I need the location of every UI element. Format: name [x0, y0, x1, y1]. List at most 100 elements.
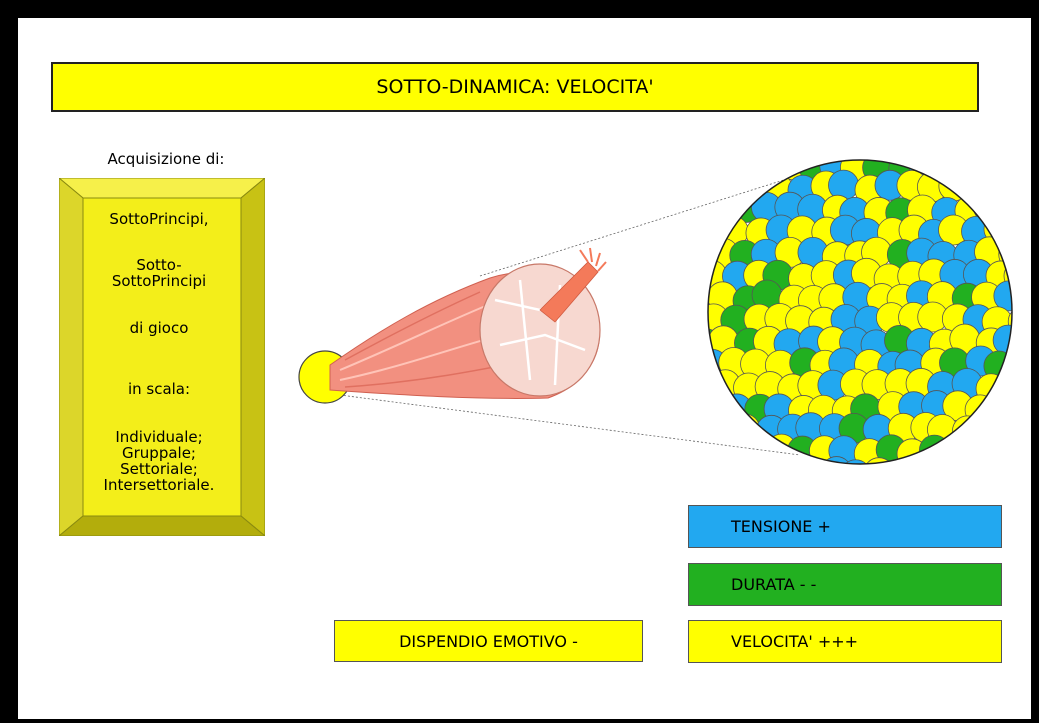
fiber-dot: [734, 455, 765, 464]
fiber-dot: [785, 160, 816, 161]
fiber-dot: [731, 160, 763, 179]
page-title: SOTTO-DINAMICA: VELOCITA': [51, 62, 979, 112]
fiber-dot: [742, 128, 772, 158]
fiber-dot: [995, 195, 1012, 227]
fiber-dot: [950, 459, 981, 464]
fiber-dot: [998, 458, 1012, 464]
fiber-dot: [708, 416, 717, 448]
fiber-dot: [982, 160, 1012, 162]
fiber-dot: [676, 261, 706, 291]
fiber-dot: [1007, 435, 1012, 464]
acquisition-heading: Acquisizione di:: [107, 150, 225, 168]
fiber-dot: [926, 160, 958, 181]
fiber-dot: [976, 412, 1007, 444]
fiber-dot: [710, 195, 742, 227]
fiber-dot: [898, 128, 928, 158]
fiber-dot: [960, 438, 991, 464]
acq-line-1: SottoPrincipi,: [109, 210, 209, 228]
fiber-dot: [975, 160, 1006, 181]
fiber-dot: [710, 160, 742, 180]
legend-speed-label: VELOCITA' +++: [731, 632, 859, 651]
fiber-dot: [928, 457, 959, 464]
fiber-dot: [887, 458, 919, 464]
fiber-dot: [863, 457, 895, 464]
fiber-dot: [982, 172, 1012, 204]
fiber-dot: [922, 129, 952, 159]
fiber-dot: [992, 160, 1012, 181]
fiber-dot: [840, 459, 872, 464]
acq-line-4: di gioco: [129, 319, 189, 337]
fiber-dot: [827, 160, 859, 163]
fiber-dot: [939, 437, 971, 464]
fiber-dot: [766, 433, 797, 464]
acq-line-3: SottoPrincipi: [111, 272, 207, 290]
acq-line-5: in scala:: [127, 380, 191, 398]
fiber-dot: [995, 371, 1012, 403]
fiber-dot: [708, 392, 710, 424]
legend-speed: VELOCITA' +++: [688, 620, 1002, 663]
emotional-expense-label: DISPENDIO EMOTIVO -: [399, 631, 578, 651]
fiber-dot: [992, 324, 1012, 356]
fiber-dot: [743, 439, 775, 464]
fiber-dot: [809, 129, 839, 159]
fiber-dot: [984, 392, 1012, 424]
fiber-dot: [941, 128, 971, 158]
fiber-dot: [675, 304, 705, 334]
fiber-dot: [772, 460, 804, 464]
fiber-dot: [677, 171, 707, 201]
fiber-dot: [709, 461, 741, 464]
legend-tension: TENSIONE +: [688, 505, 1002, 548]
fiber-dot: [821, 456, 852, 464]
acq-line-7: Gruppale;: [122, 444, 196, 462]
fiber-dot: [720, 170, 752, 202]
fiber-dot: [1007, 306, 1012, 337]
fiber-dot: [851, 129, 881, 159]
acq-line-8: Settoriale;: [120, 460, 198, 478]
acq-line-6: Individuale;: [115, 428, 203, 446]
fiber-dot: [708, 458, 717, 464]
fiber-dot: [708, 345, 711, 377]
fiber-dot: [949, 160, 981, 181]
fiber-dot: [708, 174, 730, 206]
emotional-expense-box: DISPENDIO EMOTIVO -: [334, 620, 643, 662]
fiber-dot: [1008, 216, 1012, 248]
page-title-text: SOTTO-DINAMICA: VELOCITA': [376, 76, 654, 98]
acq-line-9: Intersettoriale.: [103, 476, 215, 494]
fiber-dot: [708, 218, 709, 250]
fiber-dot: [965, 128, 995, 158]
fiber-dot: [970, 456, 1002, 464]
fiber-dot: [753, 160, 784, 183]
legend-tension-label: TENSIONE +: [731, 517, 831, 536]
fiber-dot: [756, 456, 788, 464]
acq-line-2: Sotto-: [136, 256, 182, 274]
fiber-dot: [708, 412, 738, 444]
fiber-dot: [1008, 346, 1012, 378]
fiber-dot: [766, 126, 796, 156]
fiber-dot: [1003, 174, 1012, 205]
legend-duration: DURATA - -: [688, 563, 1002, 606]
zoom-line-bottom: [339, 394, 801, 456]
legend-duration-label: DURATA - -: [731, 575, 817, 594]
fiber-dot: [697, 129, 727, 159]
fiber-dot: [708, 160, 720, 181]
acquisition-list: SottoPrincipi, Sotto- SottoPrincipi di g…: [81, 197, 237, 511]
fiber-dot: [708, 370, 720, 402]
fiber-dot: [984, 438, 1012, 464]
fiber-dot: [708, 389, 730, 421]
bevel-panel: [59, 178, 265, 536]
fiber-dot: [718, 160, 749, 162]
fiber-dot: [938, 170, 970, 202]
fiber-dot: [708, 438, 709, 464]
fiber-dot: [708, 437, 727, 464]
fiber-dot: [873, 129, 903, 159]
fiber-dot: [729, 413, 761, 445]
fiber-dot: [963, 170, 995, 201]
fiber-dot: [1009, 129, 1039, 159]
fiber-dot: [723, 437, 754, 464]
fiber-dot: [677, 129, 707, 159]
fiber-dot: [708, 193, 720, 225]
fiber-dot: [797, 457, 829, 464]
fiber-bundle: [539, 261, 599, 323]
